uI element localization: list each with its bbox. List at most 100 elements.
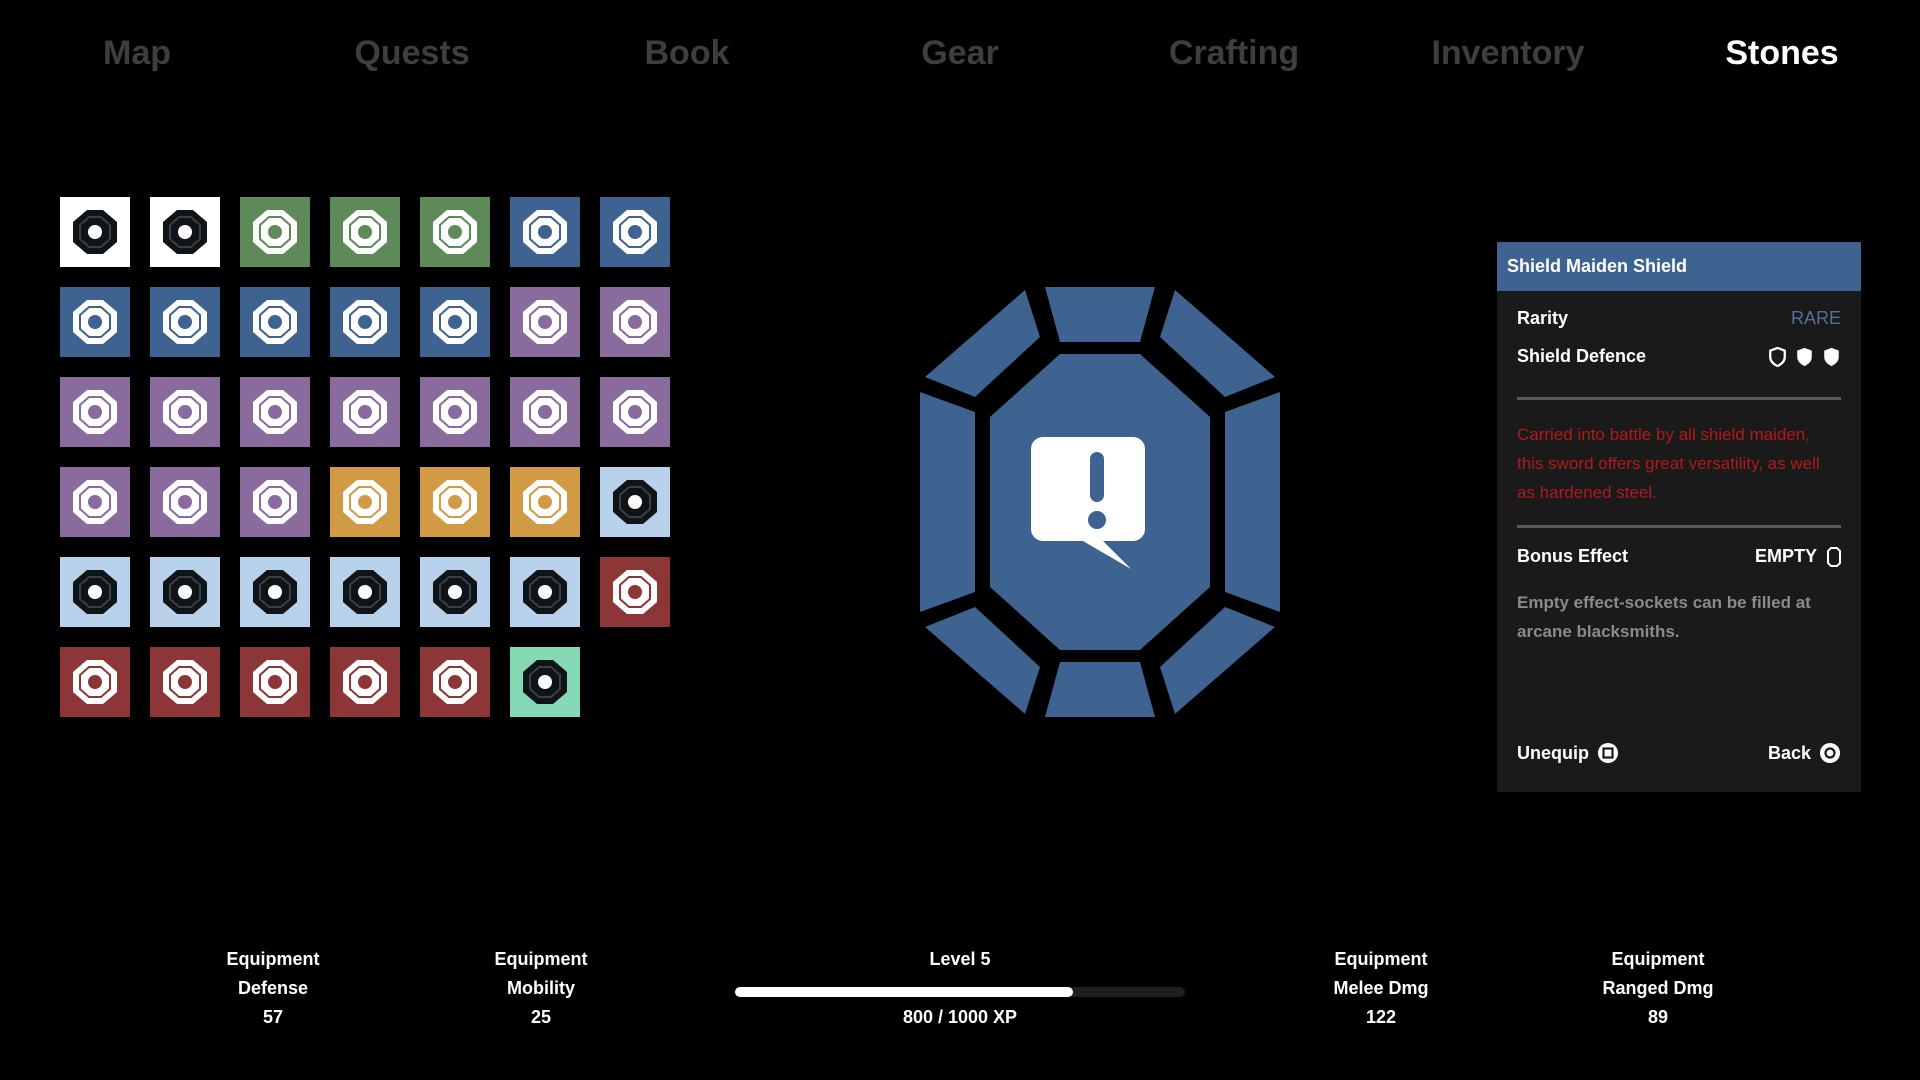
tab-inventory[interactable]: Inventory [1431,34,1585,72]
stone-slot[interactable] [510,377,580,447]
stone-slot[interactable] [420,287,490,357]
stone-slot[interactable] [510,557,580,627]
stone-slot[interactable] [420,557,490,627]
axes-icon [433,390,477,434]
stone-slot[interactable] [150,557,220,627]
tab-crafting[interactable]: Crafting [1168,34,1300,72]
stat-ranged-damage: Equipment Ranged Dmg 89 [1558,945,1758,1032]
stone-slot[interactable] [420,377,490,447]
tab-quests[interactable]: Quests [354,34,470,72]
stone-slot[interactable] [420,467,490,537]
stat-mobility: Equipment Mobility 25 [441,945,641,1032]
stone-slot[interactable] [240,377,310,447]
empty-socket-icon [1827,546,1841,567]
stat-value: 57 [262,1007,284,1027]
stone-details-panel: Shield Maiden Shield Rarity RARE Shield … [1497,242,1861,792]
unequip-button[interactable]: Unequip [1517,742,1619,764]
stone-slot[interactable] [330,557,400,627]
stone-slot[interactable] [60,287,130,357]
alert-bubble-icon [1031,437,1145,569]
stone-slot[interactable] [510,647,580,717]
stone-slot[interactable] [240,197,310,267]
rarity-value: RARE [1790,308,1841,328]
stone-slot[interactable] [240,647,310,717]
wolf-icon [73,390,117,434]
stone-slot[interactable] [420,647,490,717]
bars-icon [253,480,297,524]
panel-title: Shield Maiden Shield [1497,242,1861,291]
tornado-icon [343,660,387,704]
paw-icon [253,210,297,254]
stone-grid [60,197,680,717]
stone-slot[interactable] [150,197,220,267]
tab-book[interactable]: Book [644,34,730,72]
snowflake-icon [73,480,117,524]
stone-slot[interactable] [240,467,310,537]
stone-slot[interactable] [150,467,220,537]
rarity-row: Rarity RARE [1517,308,1841,329]
campfire-icon [523,660,567,704]
stat-defense: Equipment Defense 57 [173,945,373,1032]
stone-slot[interactable] [510,467,580,537]
stone-slot[interactable] [330,377,400,447]
bonus-effect-label: Bonus Effect [1517,546,1629,566]
stone-slot[interactable] [330,647,400,717]
stone-slot[interactable] [510,287,580,357]
stat-value: 25 [530,1007,552,1027]
stone-slot[interactable] [330,197,400,267]
shield-filled-icon [1797,347,1812,366]
stone-slot[interactable] [600,377,670,447]
back-button[interactable]: Back [1768,742,1841,764]
shield-filled-icon [1824,347,1839,366]
panel-actions: Unequip Back [1517,742,1841,764]
divider [1517,525,1841,528]
stone-slot[interactable] [600,287,670,357]
stat-label: Equipment [494,949,588,969]
stone-slot[interactable] [240,557,310,627]
stone-slot[interactable] [600,557,670,627]
bonus-effect-status: EMPTY [1754,546,1817,566]
scroll-icon [163,480,207,524]
stat-label: Equipment [1334,949,1428,969]
top-navigation: Map Quests Book Gear Crafting Inventory … [0,22,1920,92]
stone-slot[interactable] [60,557,130,627]
stone-slot[interactable] [60,467,130,537]
horn-icon [523,480,567,524]
owl-icon [163,570,207,614]
runner-icon [163,210,207,254]
torch-icon [73,660,117,704]
house-icon [163,300,207,344]
equipment-stats: Equipment Defense 57 Equipment Mobility … [0,945,1920,1055]
magnifier-icon [73,300,117,344]
stat-label: Equipment [1611,949,1705,969]
tab-stones[interactable]: Stones [1725,34,1839,72]
claw-icon [523,300,567,344]
level-progress: Level 5 800 / 1000 XP [735,945,1185,1027]
stat-value: 122 [1365,1007,1397,1027]
stone-slot[interactable] [150,377,220,447]
stat-label: Equipment [226,949,320,969]
sword-icon [163,660,207,704]
shield-defence-label: Shield Defence [1517,346,1647,366]
stone-slot[interactable] [330,287,400,357]
stone-slot[interactable] [60,197,130,267]
stone-slot[interactable] [600,467,670,537]
candles-icon [253,390,297,434]
stone-slot[interactable] [420,197,490,267]
stone-slot[interactable] [240,287,310,357]
shield-icon [433,480,477,524]
stone-slot[interactable] [60,647,130,717]
stone-slot[interactable] [330,467,400,537]
map-icon [343,480,387,524]
level-label: Level 5 [929,949,991,969]
tab-gear[interactable]: Gear [921,34,999,72]
circle-button-icon [1820,743,1840,763]
stone-slot[interactable] [510,197,580,267]
stone-slot[interactable] [60,377,130,447]
selected-stone [920,287,1280,717]
stone-slot[interactable] [600,197,670,267]
anvil-icon [343,210,387,254]
stone-slot[interactable] [150,287,220,357]
stone-slot[interactable] [150,647,220,717]
tab-map[interactable]: Map [103,34,171,72]
